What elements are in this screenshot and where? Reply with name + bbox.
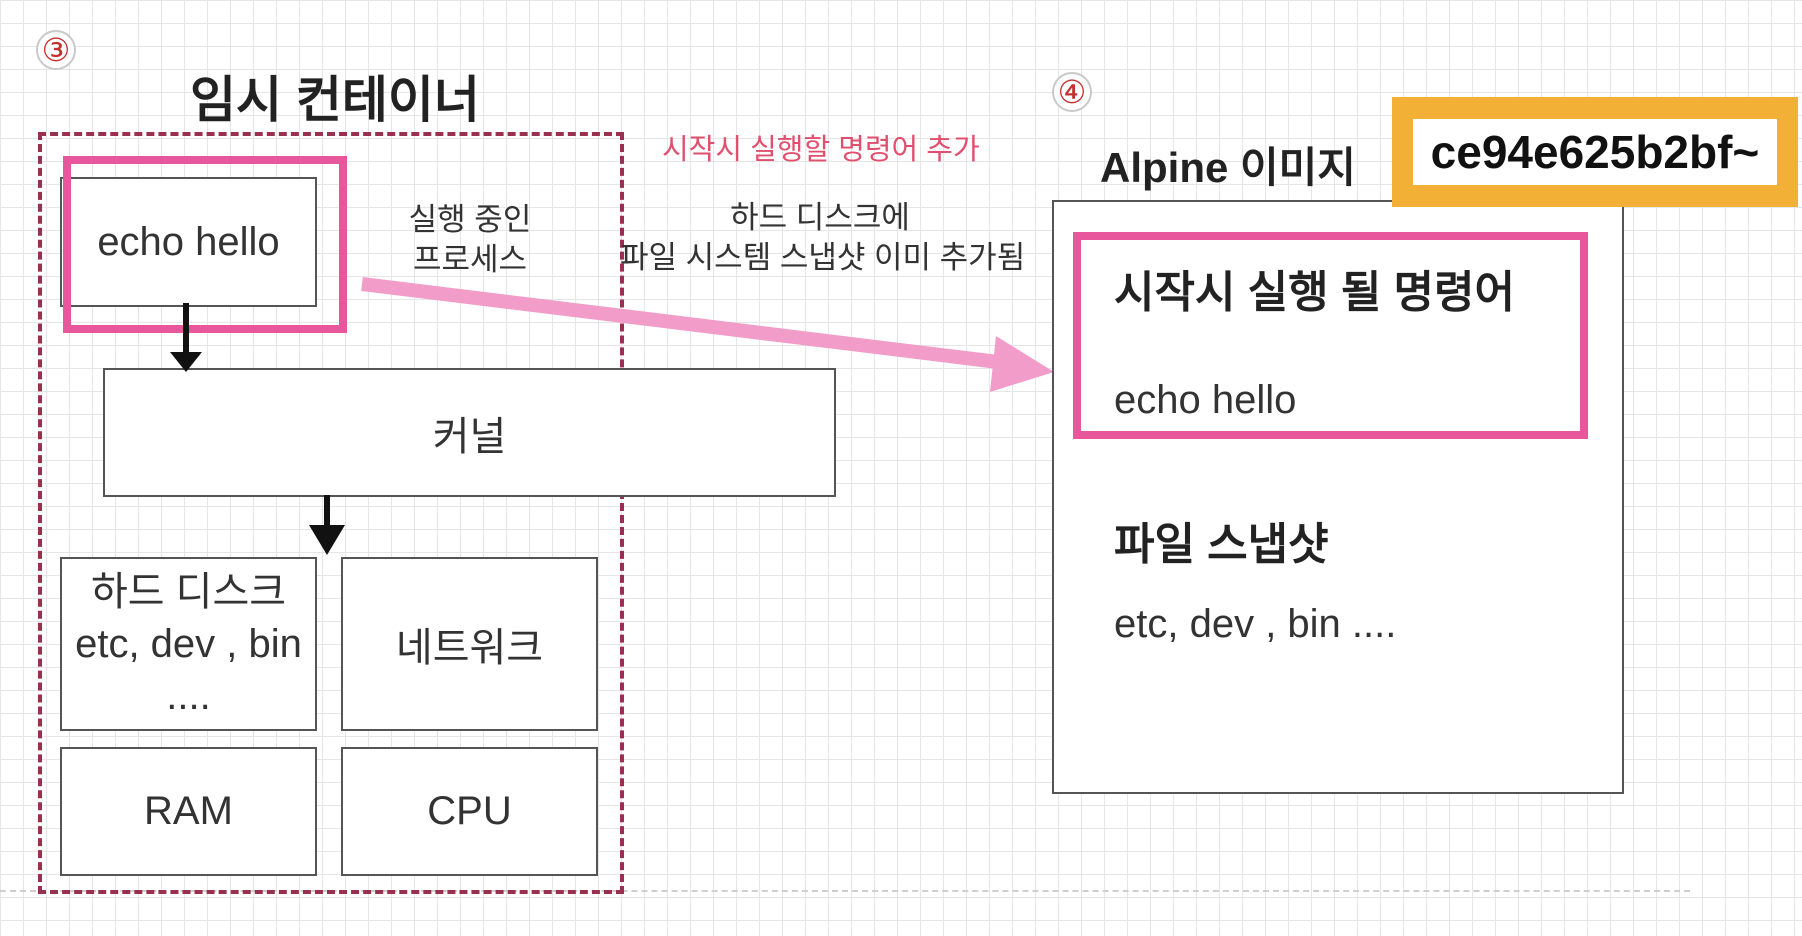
start-command-highlight <box>1073 232 1588 439</box>
echo-hello-text: echo hello <box>97 219 280 264</box>
temp-container-frame <box>38 132 624 894</box>
hard-disk-files: etc, dev , bin <box>75 622 302 666</box>
network-box: 네트워크 <box>341 557 598 731</box>
alpine-image-title: Alpine 이미지 <box>1100 144 1356 191</box>
alpine-image-box <box>1052 200 1624 794</box>
bottom-dashed-line <box>0 890 1690 892</box>
network-label: 네트워크 <box>395 626 544 670</box>
running-process-line1: 실행 중인 <box>408 202 532 237</box>
hard-disk-ellipsis: .... <box>166 674 211 718</box>
running-process-label: 실행 중인 프로세스 <box>380 200 560 280</box>
arrow-kernel-to-hardware-head <box>309 525 345 555</box>
cpu-label: CPU <box>427 789 512 833</box>
hard-disk-label: 하드 디스크 <box>90 570 287 614</box>
snapshot-added-line2: 파일 시스템 스냅샷 이미 추가됨 <box>620 240 1026 275</box>
image-id-badge: ce94e625b2bf~ <box>1392 97 1798 207</box>
echo-hello-box: echo hello <box>60 177 317 307</box>
hard-disk-box: 하드 디스크 etc, dev , bin .... <box>60 557 317 731</box>
start-command-heading: 시작시 실행 될 명령어 <box>1114 268 1515 317</box>
arrow-to-image-head <box>990 336 1054 392</box>
running-process-line2: 프로세스 <box>412 242 528 277</box>
snapshot-heading: 파일 스냅샷 <box>1114 520 1329 569</box>
start-command-text: echo hello <box>1114 378 1297 422</box>
cpu-box: CPU <box>341 747 598 876</box>
snapshot-files-text: etc, dev , bin .... <box>1114 602 1397 646</box>
ram-label: RAM <box>144 789 233 833</box>
snapshot-added-label: 하드 디스크에 파일 시스템 스냅샷 이미 추가됨 <box>620 198 1026 278</box>
echo-hello-highlight <box>63 156 347 333</box>
arrow-to-image <box>361 277 999 369</box>
step-4-badge: ④ <box>1052 72 1092 112</box>
snapshot-added-line1: 하드 디스크에 <box>730 200 910 235</box>
kernel-box: 커널 <box>103 368 836 497</box>
ram-box: RAM <box>60 747 317 876</box>
image-id-text: ce94e625b2bf~ <box>1412 119 1778 185</box>
step-3-badge: ③ <box>36 30 76 70</box>
kernel-label: 커널 <box>432 414 507 459</box>
temp-container-title: 임시 컨테이너 <box>190 72 480 128</box>
add-start-command-label: 시작시 실행할 명령어 추가 <box>662 134 980 166</box>
arrow-echo-to-kernel-head <box>170 352 202 372</box>
